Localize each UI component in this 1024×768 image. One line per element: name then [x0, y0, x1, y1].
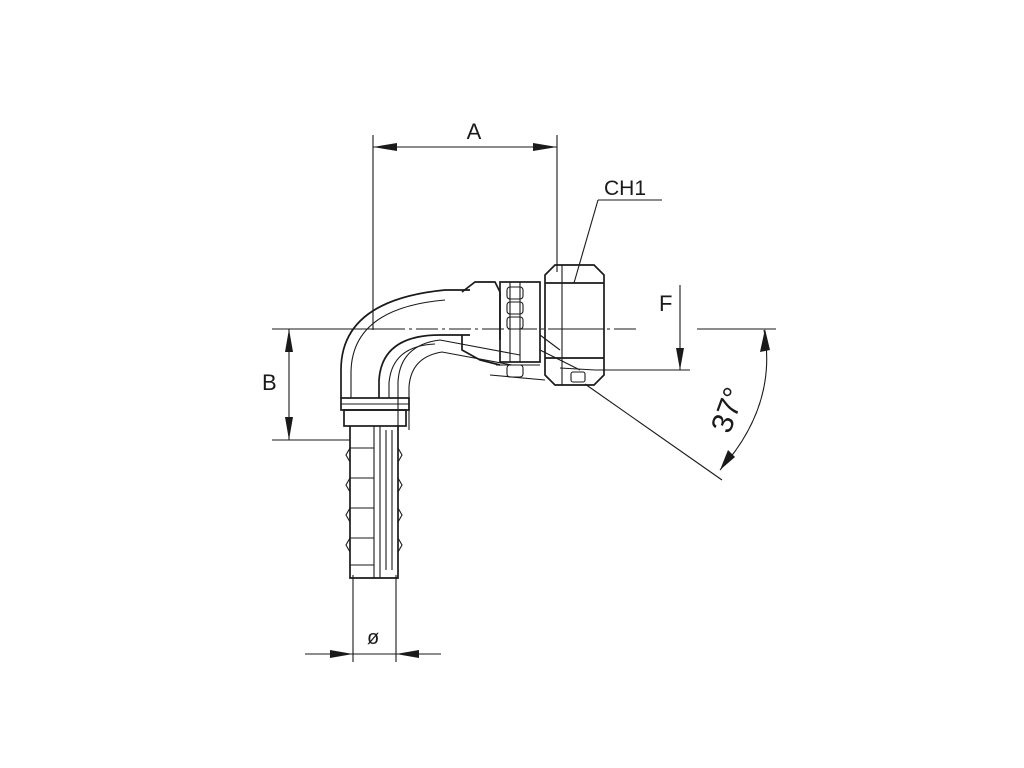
dimension-a-label: A [467, 119, 482, 144]
hex-callout: CH1 [573, 177, 662, 284]
diameter-label: ø [367, 627, 379, 649]
dimension-a: A [372, 119, 558, 330]
angle-label: 37° [705, 383, 752, 437]
hex-label: CH1 [604, 177, 646, 200]
dimension-b-label: B [262, 370, 277, 395]
fitting-body [340, 264, 605, 579]
dimension-f: F [595, 285, 690, 371]
dimension-b: B [262, 328, 385, 441]
diameter-dimension: ø [305, 575, 441, 662]
dimension-f-label: F [659, 291, 672, 316]
